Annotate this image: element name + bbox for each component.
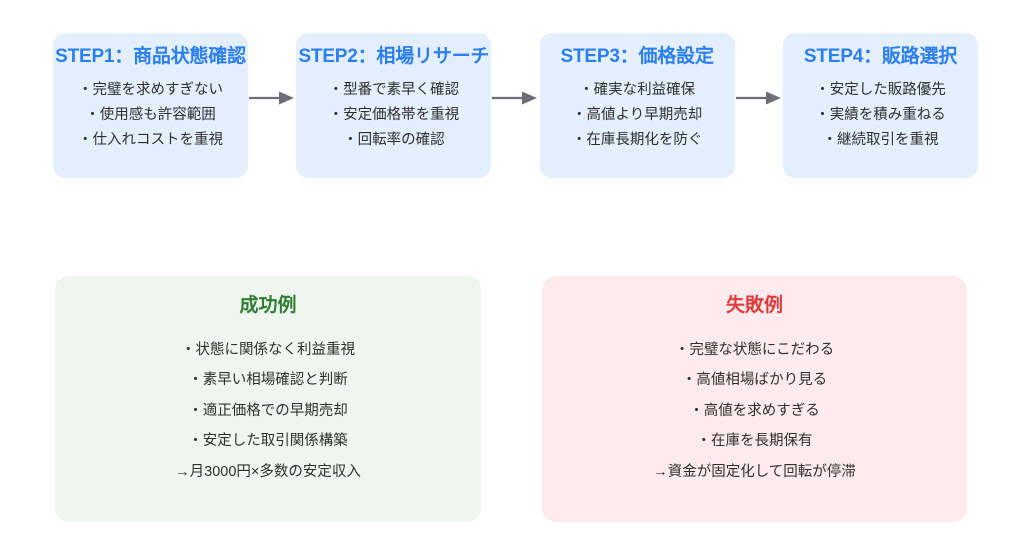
failure-panel: 失敗例 ・完璧な状態にこだわる ・高値相場ばかり見る ・高値を求めすぎる ・在庫…	[542, 276, 967, 522]
failure-bullet: ・高値を求めすぎる	[689, 402, 820, 419]
arrow-right-icon	[249, 91, 295, 105]
flow-connector-3	[735, 33, 783, 178]
success-bullet: ・安定した取引関係構築	[188, 433, 348, 450]
success-panel: 成功例 ・状態に関係なく利益重視 ・素早い相場確認と判断 ・適正価格での早期売却…	[55, 276, 481, 522]
failure-bullet: ・完璧な状態にこだわる	[674, 341, 835, 358]
success-bullet: ・状態に関係なく利益重視	[180, 341, 355, 358]
step-bullet: ・在庫長期化を防ぐ	[571, 131, 703, 148]
arrow-right-icon	[492, 91, 538, 105]
step-title: STEP4：販路選択	[803, 46, 958, 67]
step-bullet: ・安定した販路優先	[815, 81, 946, 98]
step-bullet: ・使用感も許容範囲	[85, 106, 216, 123]
step-title: STEP1：商品状態確認	[55, 46, 246, 67]
step-bullet: ・型番で素早く確認	[328, 81, 460, 98]
success-summary: →月3000円×多数の安定収入	[175, 463, 361, 480]
step-card-4: STEP4：販路選択 ・安定した販路優先 ・実績を積み重ねる ・継続取引を重視	[782, 33, 978, 178]
failure-bullet: ・高値相場ばかり見る	[681, 372, 828, 389]
failure-bullet-list: ・完璧な状態にこだわる ・高値相場ばかり見る ・高値を求めすぎる ・在庫を長期保…	[653, 335, 856, 487]
step-card-2: STEP2：相場リサーチ ・型番で素早く確認 ・安定価格帯を重視 ・回転率の確認	[296, 33, 492, 178]
step-bullet: ・確実な利益確保	[579, 81, 696, 98]
step-title: STEP2：相場リサーチ	[298, 46, 490, 67]
failure-bullet: ・在庫を長期保有	[696, 433, 813, 450]
step-bullet-list: ・確実な利益確保 ・高値より早期売却 ・在庫長期化を防ぐ	[572, 78, 703, 153]
step-bullet: ・高値より早期売却	[572, 106, 703, 123]
failure-summary: →資金が固定化して回転が停滞	[653, 463, 856, 480]
success-panel-title: 成功例	[239, 295, 297, 316]
success-bullet: ・適正価格での早期売却	[188, 402, 348, 419]
comparison-panels: 成功例 ・状態に関係なく利益重視 ・素早い相場確認と判断 ・適正価格での早期売却…	[55, 276, 967, 522]
arrow-right-icon	[735, 91, 781, 105]
step-bullet-list: ・安定した販路優先 ・実績を積み重ねる ・継続取引を重視	[815, 78, 946, 153]
failure-panel-title: 失敗例	[725, 295, 783, 316]
step-flow-diagram: STEP1：商品状態確認 ・完璧を求めすぎない ・使用感も許容範囲 ・仕入れコス…	[53, 33, 978, 178]
success-bullet-list: ・状態に関係なく利益重視 ・素早い相場確認と判断 ・適正価格での早期売却 ・安定…	[175, 335, 361, 487]
step-card-1: STEP1：商品状態確認 ・完璧を求めすぎない ・使用感も許容範囲 ・仕入れコス…	[53, 33, 248, 178]
step-bullet: ・仕入れコストを重視	[78, 131, 223, 148]
step-bullet: ・安定価格帯を重視	[328, 106, 460, 123]
step-bullet-list: ・型番で素早く確認 ・安定価格帯を重視 ・回転率の確認	[329, 78, 460, 153]
step-card-3: STEP3：価格設定 ・確実な利益確保 ・高値より早期売却 ・在庫長期化を防ぐ	[539, 33, 735, 178]
step-title: STEP3：価格設定	[560, 46, 714, 67]
step-bullet: ・回転率の確認	[343, 131, 445, 148]
step-bullet: ・継続取引を重視	[822, 131, 939, 148]
success-bullet: ・素早い相場確認と判断	[188, 372, 348, 389]
flow-connector-2	[491, 33, 539, 178]
step-bullet: ・完璧を求めすぎない	[78, 81, 223, 98]
step-bullet-list: ・完璧を求めすぎない ・使用感も許容範囲 ・仕入れコストを重視	[78, 78, 223, 153]
step-bullet: ・実績を積み重ねる	[815, 106, 946, 123]
flow-connector-1	[248, 33, 296, 178]
